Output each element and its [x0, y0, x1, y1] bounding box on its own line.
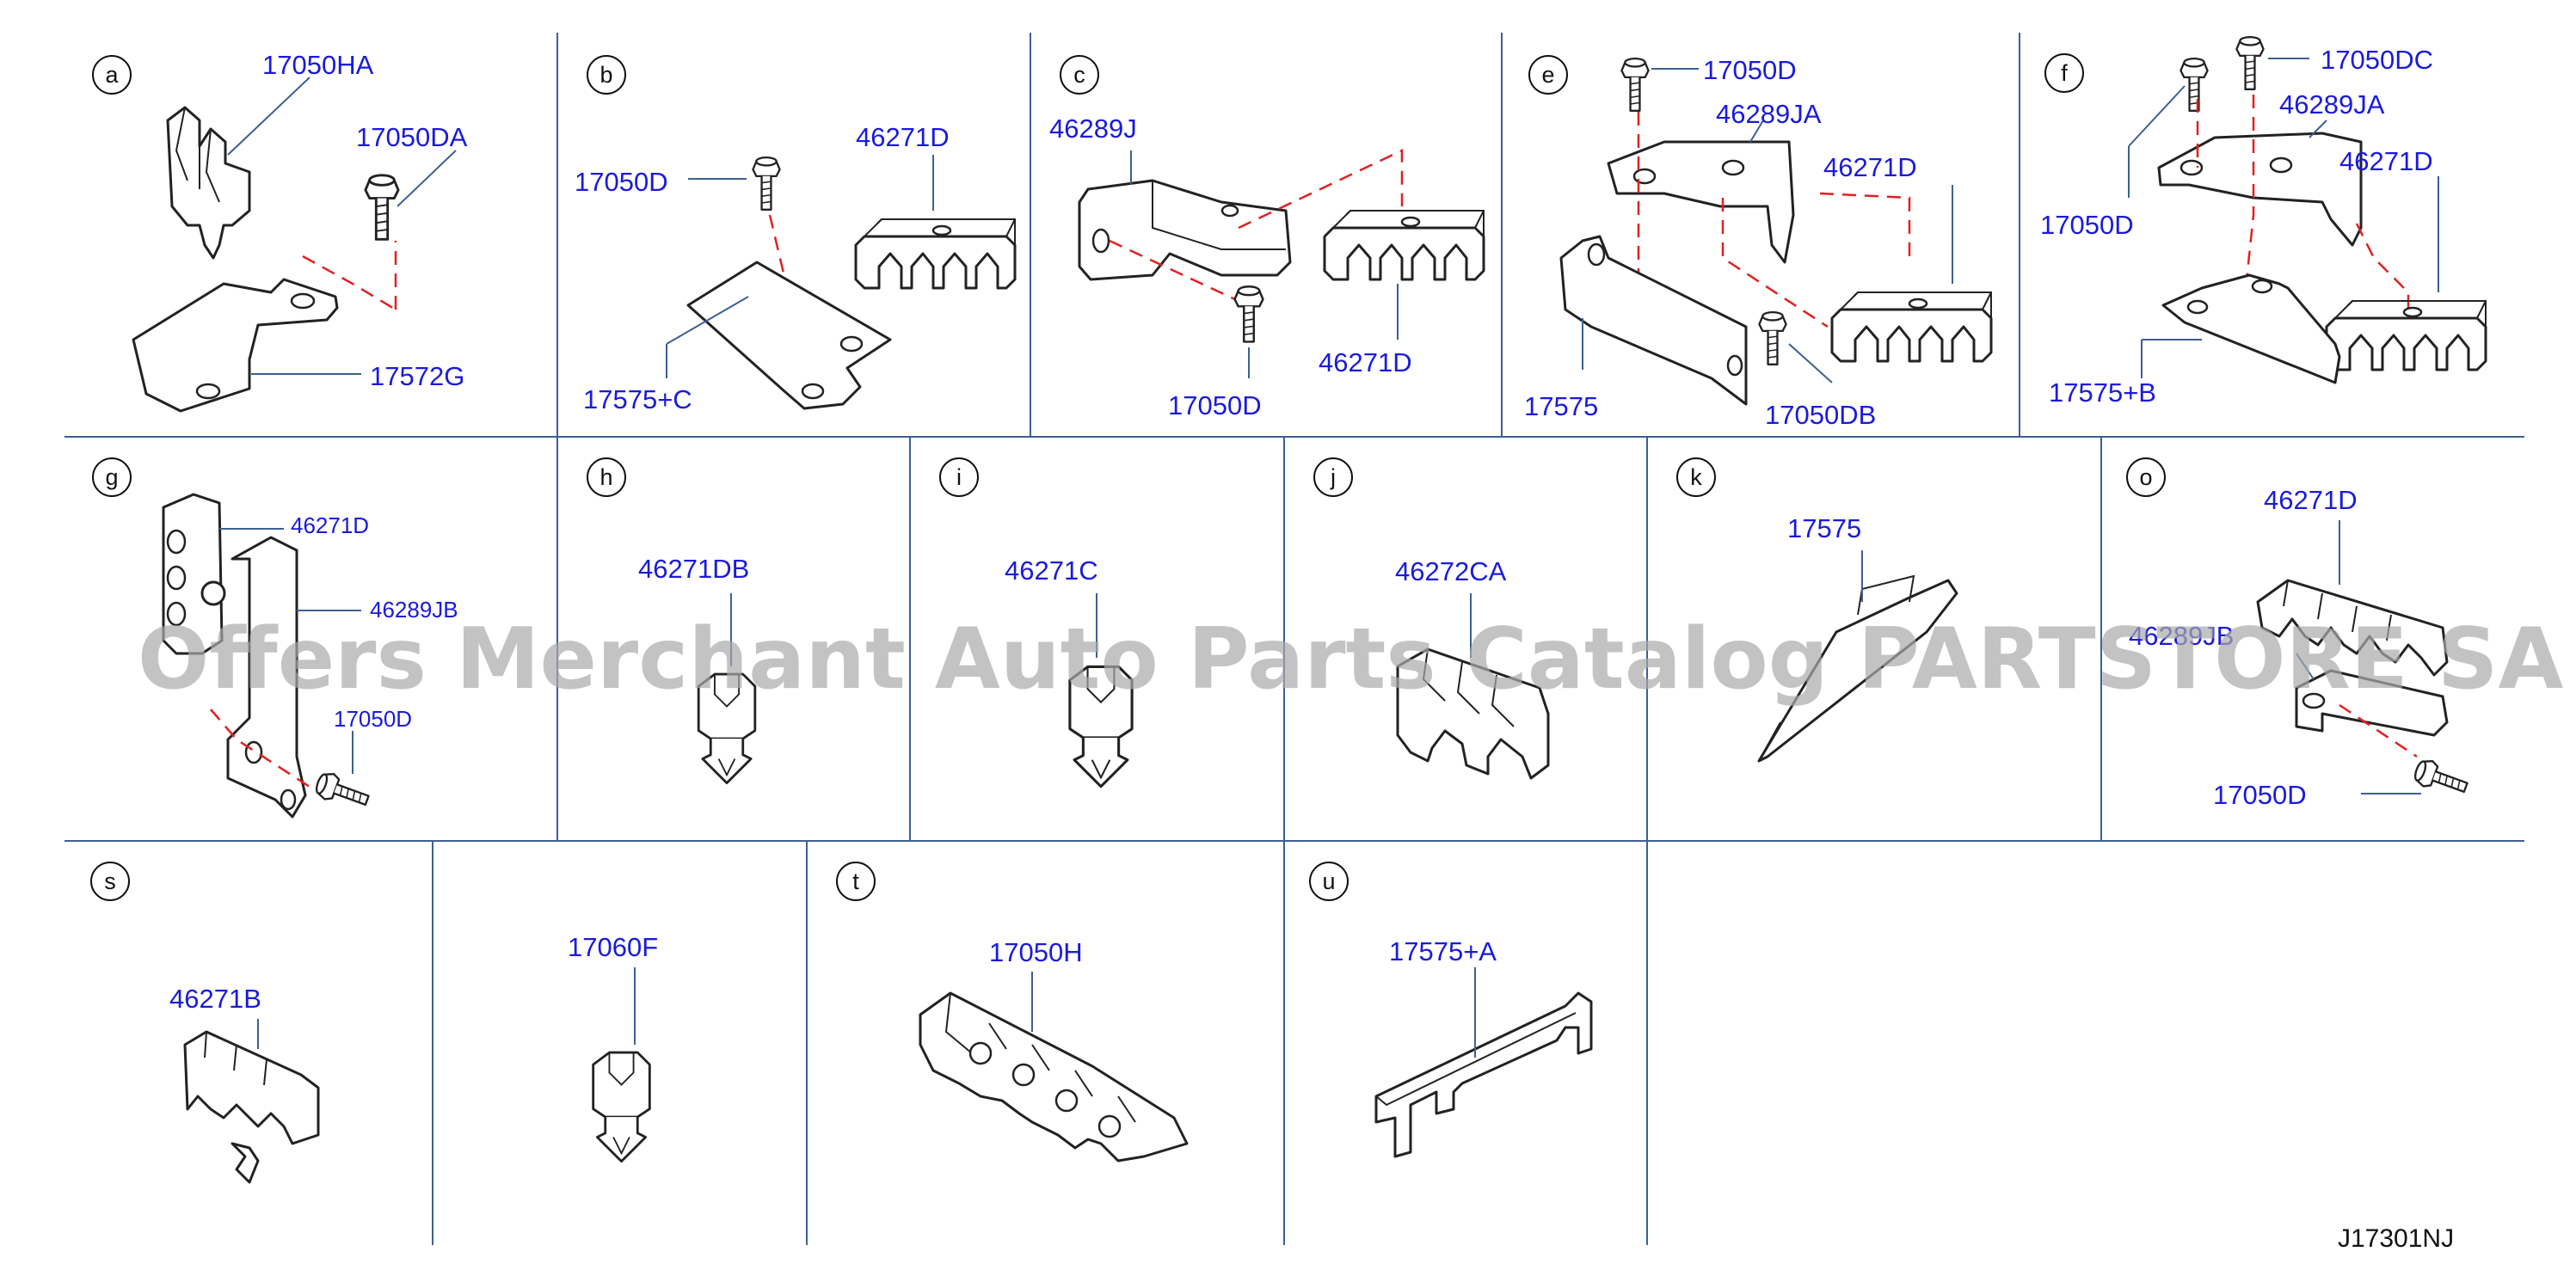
panel-e-letter: e — [1541, 62, 1554, 88]
clip-46271D-o — [2256, 579, 2449, 677]
panel-e: e 17050D 46289JA 46271D 17575 17050DB — [1524, 55, 1993, 430]
part-code-17575-e: 17575 — [1524, 391, 1598, 421]
part-code-17050D-o: 17050D — [2213, 780, 2307, 810]
clip-46271D-f — [2325, 299, 2487, 371]
panel-j-letter: j — [1330, 464, 1336, 490]
panel-f-letter: f — [2061, 60, 2068, 86]
clip-17050H — [919, 991, 1189, 1163]
panel-k: k 17575 — [1676, 457, 1958, 763]
panel-c: c 46289J 17050D 46271D — [1049, 55, 1485, 420]
part-code-46272CA: 46272CA — [1395, 556, 1507, 586]
clip-46271D-e — [1830, 291, 1993, 363]
bracket-17575B — [2161, 273, 2341, 384]
bolt-17050D-g — [311, 768, 373, 814]
bracket-46289J — [1078, 179, 1292, 281]
clip-17060F — [591, 1051, 652, 1163]
panel-h: h 46271DB — [587, 457, 757, 785]
bracket-17575C — [686, 261, 892, 410]
bracket-46289JA-f — [2157, 132, 2363, 247]
panel-17060F: 17060F — [568, 932, 658, 1163]
panel-u-letter: u — [1322, 868, 1335, 894]
bolt-17050DA — [364, 174, 400, 241]
bracket-17575-e — [1559, 235, 1748, 406]
clip-46272CA — [1396, 647, 1550, 780]
bolt-17050DB — [1758, 310, 1787, 366]
part-code-46271C: 46271C — [1005, 555, 1098, 586]
bracket-17572G — [132, 278, 339, 413]
clip-46271D-b — [854, 218, 1017, 290]
panel-i-letter: i — [956, 464, 962, 490]
panel-o-letter: o — [2139, 464, 2152, 490]
part-code-17050D-f: 17050D — [2040, 210, 2134, 240]
part-code-17050D-c: 17050D — [1168, 390, 1262, 420]
watermark: Offers Merchant Auto Parts Catalog PARTS… — [138, 610, 2563, 709]
part-code-46289JB-g: 46289JB — [370, 597, 458, 623]
panel-c-letter: c — [1073, 62, 1085, 88]
panel-g: g 46271D 46289JB 17050D — [92, 457, 458, 819]
panel-j: j 46272CA — [1313, 457, 1550, 780]
bolt-17050D-b — [752, 156, 781, 212]
cover-17575-k — [1757, 574, 1958, 763]
panel-a-letter: a — [105, 62, 119, 88]
bolt-17050D-c — [1233, 285, 1264, 343]
panel-t-letter: t — [852, 868, 859, 894]
panel-o: o 46271D 46289JB 17050D — [2126, 457, 2472, 810]
part-code-17575-k: 17575 — [1787, 513, 1861, 543]
part-code-46289J: 46289J — [1049, 113, 1137, 144]
panel-s: s 46271B — [90, 862, 320, 1184]
part-code-17060F: 17060F — [568, 932, 658, 962]
part-code-46289JB-o: 46289JB — [2129, 621, 2234, 651]
diagram-reference: J17301NJ — [2338, 1224, 2454, 1253]
panel-h-letter: h — [599, 464, 612, 490]
part-code-17050D-g: 17050D — [334, 706, 412, 732]
part-code-17572G: 17572G — [370, 361, 464, 391]
part-code-46271D-c: 46271D — [1319, 347, 1412, 377]
panel-s-letter: s — [104, 868, 116, 894]
part-code-17575B: 17575+B — [2049, 377, 2156, 408]
part-code-17050H: 17050H — [989, 937, 1083, 967]
clip-46271B — [183, 1030, 320, 1184]
part-code-17575A: 17575+A — [1389, 936, 1497, 966]
part-code-17575C: 17575+C — [583, 384, 692, 414]
panel-b: b 46271D 17050D 17575+C — [575, 55, 1017, 414]
panel-a: a 17050HA 17050DA 17572G — [92, 50, 468, 413]
part-code-46271D-f: 46271D — [2339, 146, 2433, 176]
part-code-46271D-e: 46271D — [1823, 152, 1917, 182]
grid-lines — [65, 33, 2524, 1245]
part-code-46271D-o: 46271D — [2264, 485, 2358, 515]
bracket-46289JA-e — [1607, 140, 1795, 264]
panel-u: u 17575+A — [1309, 862, 1593, 1158]
panel-t: t 17050H — [836, 862, 1189, 1163]
part-code-17050DA: 17050DA — [356, 122, 468, 152]
bracket-46289JB-o — [2295, 669, 2449, 737]
part-code-17050HA: 17050HA — [262, 50, 374, 80]
clip-46271D-g — [162, 493, 226, 655]
panel-b-letter: b — [599, 62, 612, 88]
part-code-46271D-g: 46271D — [291, 512, 369, 538]
part-code-46289JA-e: 46289JA — [1716, 99, 1822, 129]
panel-f: f 17050DC 17050D 46289JA 46271D 17575+B — [2040, 35, 2487, 408]
part-code-46271D-b: 46271D — [856, 122, 950, 152]
part-code-17050DC: 17050DC — [2321, 45, 2433, 75]
bolt-17050DC — [2235, 35, 2265, 91]
clip-17050HA — [166, 106, 251, 260]
bolt-17050D-e — [1620, 57, 1650, 113]
panel-i: i 46271C — [939, 457, 1134, 788]
bolt-17050D-f — [2179, 57, 2209, 113]
part-code-46271B: 46271B — [169, 984, 261, 1014]
panel-g-letter: g — [105, 464, 118, 490]
part-code-17050D-e: 17050D — [1703, 55, 1797, 85]
part-code-17050D-b: 17050D — [575, 167, 668, 197]
part-code-17050DB: 17050DB — [1765, 400, 1876, 430]
part-code-46271DB: 46271DB — [638, 554, 749, 584]
bracket-17575A — [1374, 991, 1593, 1158]
panel-k-letter: k — [1690, 464, 1702, 490]
clip-46271D-c — [1323, 209, 1485, 281]
part-code-46289JA-f: 46289JA — [2279, 89, 2385, 120]
